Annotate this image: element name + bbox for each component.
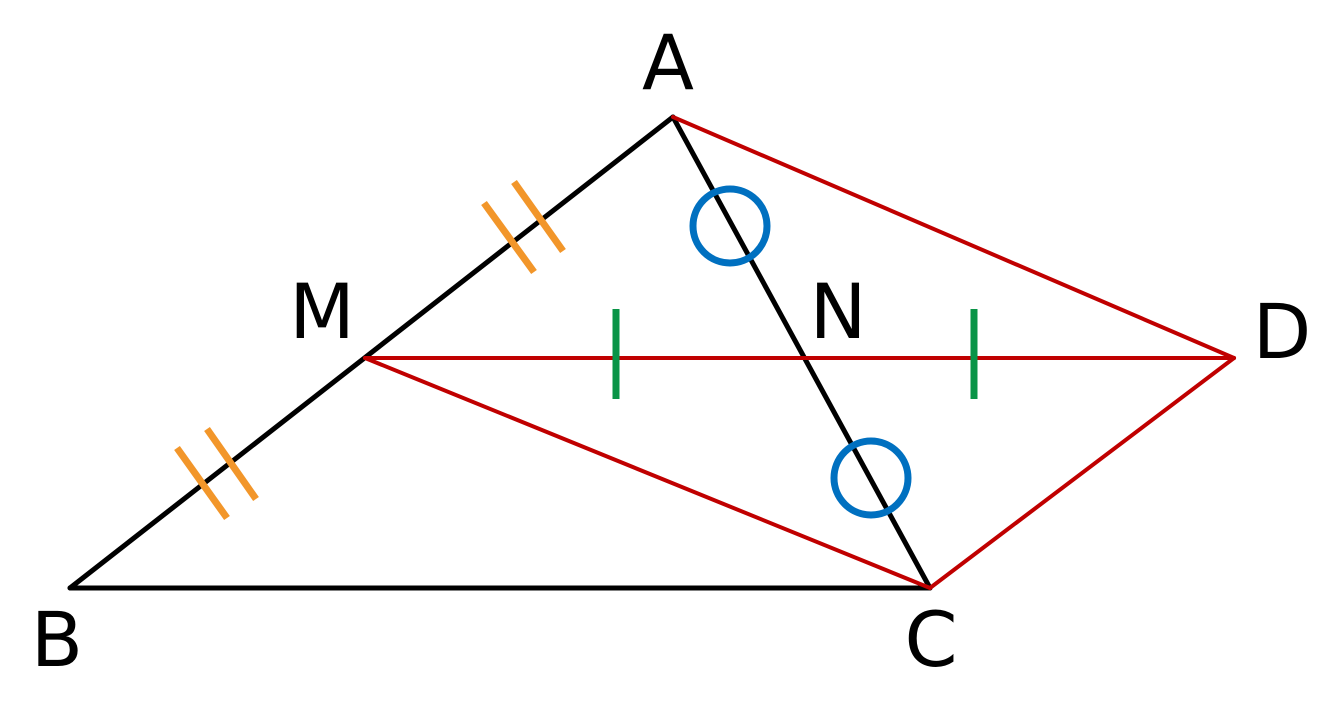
label-m: M — [289, 267, 355, 356]
circle-mark-an — [689, 185, 771, 267]
tick-am-1 — [481, 200, 537, 275]
segment-ab — [67, 114, 676, 591]
label-n: N — [810, 267, 867, 356]
segment-mc — [363, 356, 932, 590]
label-b: B — [31, 595, 83, 684]
tick-am-2 — [511, 179, 566, 254]
tick-mb-1 — [174, 445, 230, 521]
segment-ad — [671, 115, 1236, 360]
segment-cd — [928, 356, 1236, 590]
triangle-abc — [67, 114, 933, 591]
label-c: C — [904, 595, 957, 684]
circle-mark-nc — [830, 437, 912, 519]
single-tick-marks — [612, 309, 978, 399]
label-d: D — [1253, 287, 1312, 376]
label-a: A — [642, 18, 694, 107]
tick-mb-2 — [204, 426, 259, 502]
point-labels: A B C D M N — [31, 18, 1311, 684]
double-tick-marks — [174, 179, 566, 521]
circle-marks — [689, 185, 912, 519]
segment-ac — [670, 114, 933, 591]
construction-lines — [363, 115, 1236, 590]
